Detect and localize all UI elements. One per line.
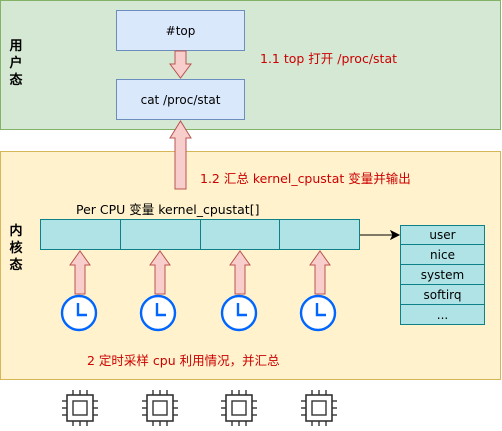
cpu-chip-icon	[300, 389, 338, 427]
cpustat-field-nice: nice	[400, 245, 485, 265]
user-space-label-char: 用	[9, 39, 23, 54]
cat-proc-stat-box: cat /proc/stat	[116, 79, 245, 120]
summarize-cpustat-annotation: 1.2 汇总 kernel_cpustat 变量并输出	[200, 171, 411, 186]
arrow-timer-to-cell	[149, 250, 171, 295]
per-cpu-array	[40, 219, 360, 250]
arrow-timer-to-cell	[69, 250, 91, 295]
per-cpu-cell	[120, 219, 201, 250]
per-cpu-cell	[280, 219, 360, 250]
clock-icon	[139, 294, 177, 332]
arrow-top-to-cat	[169, 50, 192, 79]
per-cpu-cell	[200, 219, 281, 250]
cpustat-field-more: ...	[400, 305, 485, 325]
cpustat-fields-list: user nice system softirq ...	[400, 225, 485, 325]
arrow-timer-to-cell	[309, 250, 331, 295]
user-space-region	[0, 0, 501, 130]
cpustat-field-softirq: softirq	[400, 285, 485, 305]
arrow-timer-to-cell	[229, 250, 251, 295]
sample-cpu-annotation: 2 定时采样 cpu 利用情况，并汇总	[87, 353, 280, 368]
per-cpu-variable-title: Per CPU 变量 kernel_cpustat[]	[76, 202, 260, 217]
kernel-space-label: 内 核 态	[6, 223, 26, 274]
kernel-space-label-char: 态	[9, 258, 23, 273]
cpustat-field-user: user	[400, 225, 485, 245]
clock-icon	[299, 294, 337, 332]
cpu-chip-icon	[141, 389, 179, 427]
user-space-label-char: 户	[9, 56, 23, 71]
clock-icon	[220, 294, 258, 332]
top-process-box: #top	[116, 10, 245, 51]
user-space-label-char: 态	[9, 73, 23, 88]
kernel-space-label-char: 核	[9, 241, 23, 256]
cpu-chip-icon	[61, 389, 99, 427]
cpu-chip-icon	[220, 389, 258, 427]
kernel-space-label-char: 内	[9, 224, 23, 239]
arrow-cpustat-to-fields	[360, 229, 401, 241]
per-cpu-cell	[40, 219, 121, 250]
user-space-label: 用 户 态	[6, 38, 26, 89]
cpustat-field-system: system	[400, 265, 485, 285]
clock-icon	[60, 294, 98, 332]
open-proc-stat-annotation: 1.1 top 打开 /proc/stat	[260, 51, 397, 66]
arrow-cpustat-to-cat	[169, 120, 192, 190]
